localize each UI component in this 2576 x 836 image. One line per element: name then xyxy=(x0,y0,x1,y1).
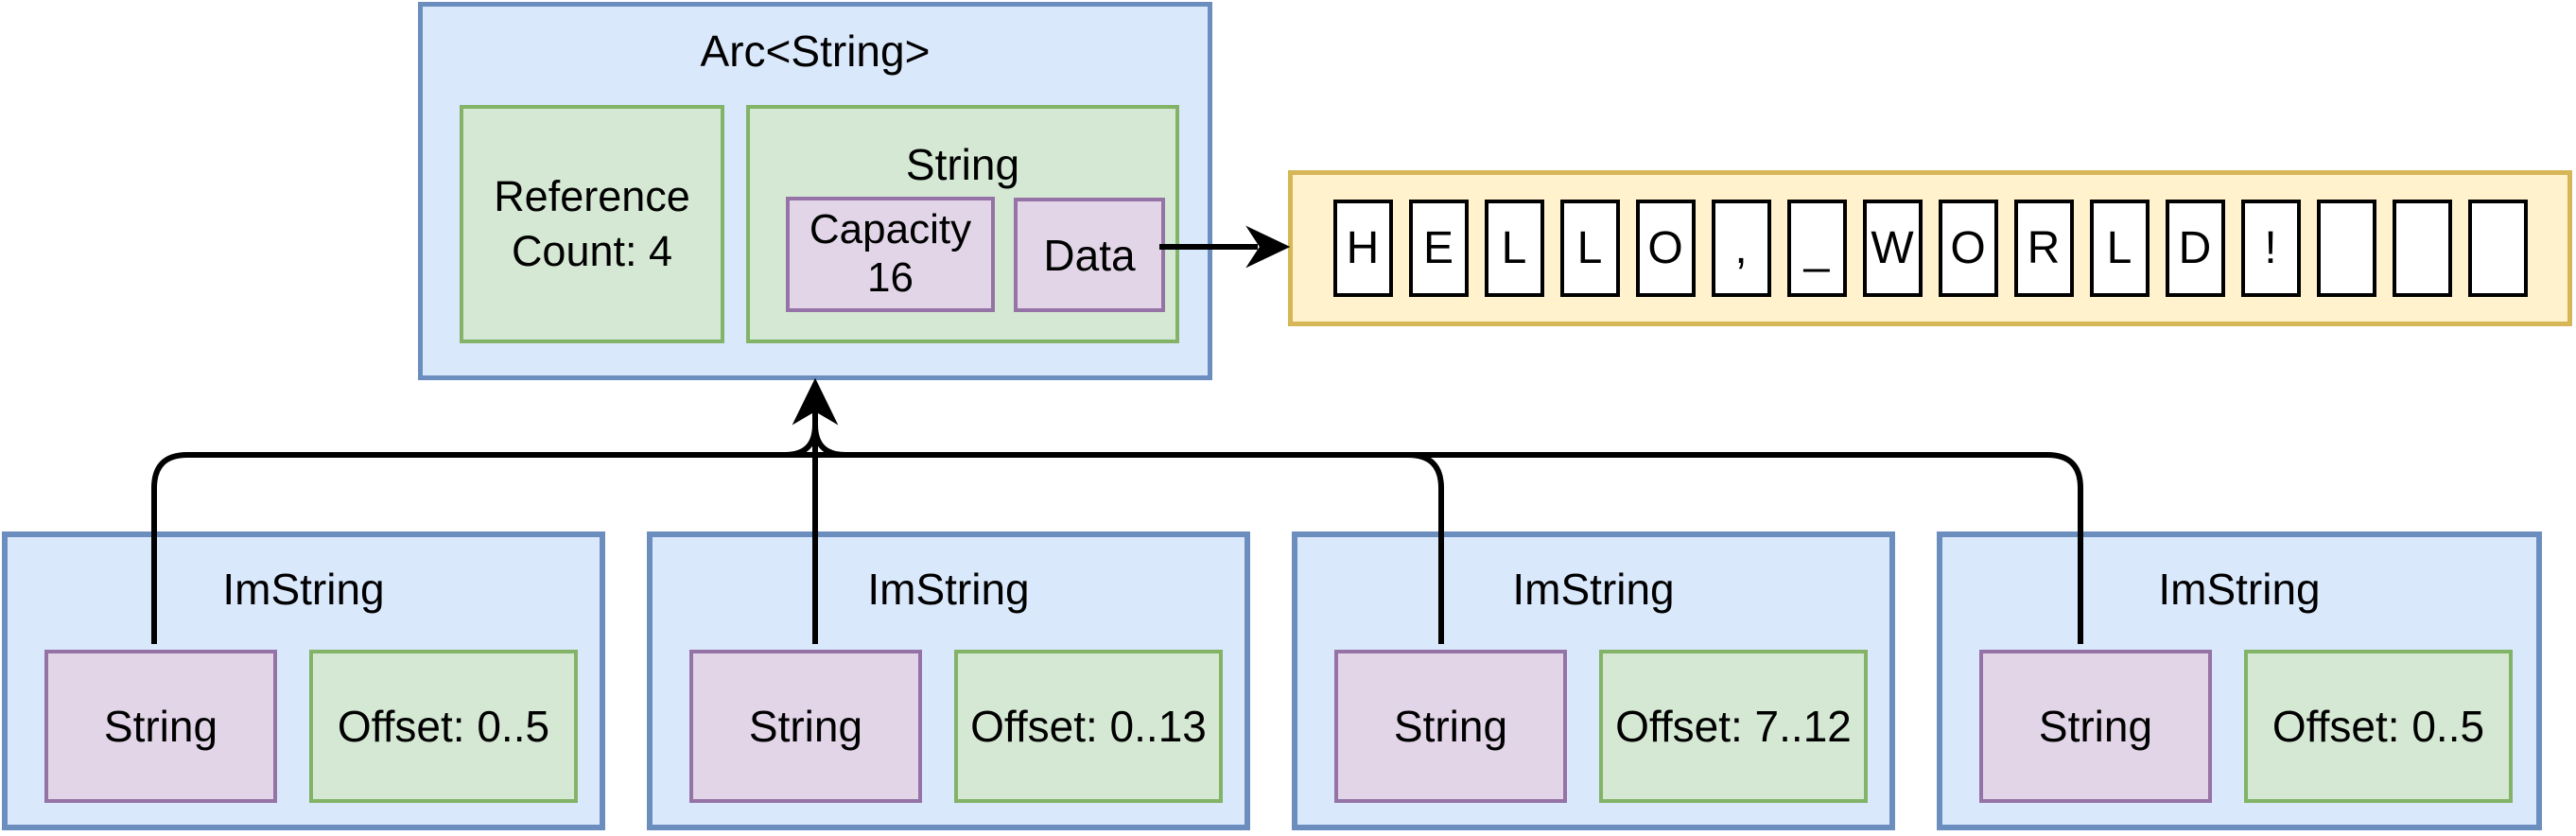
imstring-string-field: String xyxy=(689,650,922,803)
buffer-cell: , xyxy=(1711,200,1771,297)
imstring-string-label: String xyxy=(748,702,863,751)
imstring-offset-field: Offset: 0..5 xyxy=(309,650,578,803)
buffer-cell xyxy=(2467,200,2528,297)
buffer-cell: _ xyxy=(1786,200,1847,297)
imstring-box-2: ImString String Offset: 0..13 xyxy=(647,531,1250,830)
buffer-cell: D xyxy=(2165,200,2225,297)
string-title: String xyxy=(905,140,1020,189)
imstring-offset-label: Offset: 7..12 xyxy=(1615,702,1852,751)
imstring-title: ImString xyxy=(1512,565,1675,614)
reference-count-line2: Count: 4 xyxy=(511,227,673,275)
imstring-offset-field: Offset: 0..13 xyxy=(954,650,1223,803)
heap-buffer-box: H E L L O , _ W O R L D ! xyxy=(1288,170,2572,326)
buffer-cell: E xyxy=(1408,200,1469,297)
imstring-offset-label: Offset: 0..5 xyxy=(2271,702,2485,751)
buffer-cell: O xyxy=(1938,200,1998,297)
capacity-line1: Capacity xyxy=(809,206,972,253)
imstring-title: ImString xyxy=(867,565,1030,614)
imstring-offset-field: Offset: 0..5 xyxy=(2244,650,2513,803)
up-arrowhead xyxy=(792,377,839,426)
reference-count-line1: Reference xyxy=(494,172,690,221)
arc-string-title: Arc<String> xyxy=(700,26,931,76)
imstring-string-label: String xyxy=(1393,702,1508,751)
buffer-cell: L xyxy=(2089,200,2150,297)
imstring-box-1: ImString String Offset: 0..5 xyxy=(2,531,605,830)
capacity-box: Capacity 16 xyxy=(786,197,995,312)
imstring-offset-field: Offset: 7..12 xyxy=(1599,650,1868,803)
imstring-offset-label: Offset: 0..13 xyxy=(970,702,1207,751)
data-label: Data xyxy=(1043,230,1136,280)
imstring-string-field: String xyxy=(1979,650,2212,803)
string-box: String Capacity 16 Data xyxy=(746,105,1179,343)
imstring-box-3: ImString String Offset: 7..12 xyxy=(1292,531,1895,830)
imstring-string-label: String xyxy=(2038,702,2153,751)
imstring-string-label: String xyxy=(103,702,218,751)
buffer-cell: ! xyxy=(2240,200,2301,297)
imstring-string-field: String xyxy=(1334,650,1567,803)
capacity-line2: 16 xyxy=(867,254,914,301)
buffer-cell xyxy=(2316,200,2376,297)
arc-string-box: Arc<String> Reference Count: 4 String Ca… xyxy=(418,2,1212,380)
imstring-title: ImString xyxy=(222,565,385,614)
buffer-cell: L xyxy=(1559,200,1620,297)
buffer-cell: O xyxy=(1635,200,1696,297)
buffer-cell xyxy=(2392,200,2452,297)
buffer-cell: R xyxy=(2013,200,2074,297)
buffer-cell: H xyxy=(1332,200,1393,297)
imstring-string-field: String xyxy=(44,650,277,803)
reference-count-box: Reference Count: 4 xyxy=(460,105,724,343)
imstring-title: ImString xyxy=(2158,565,2321,614)
imstring-offset-label: Offset: 0..5 xyxy=(337,702,550,751)
imstring-box-4: ImString String Offset: 0..5 xyxy=(1937,531,2542,830)
data-pointer-box: Data xyxy=(1014,198,1165,312)
buffer-cell: L xyxy=(1484,200,1544,297)
buffer-cell: W xyxy=(1862,200,1923,297)
